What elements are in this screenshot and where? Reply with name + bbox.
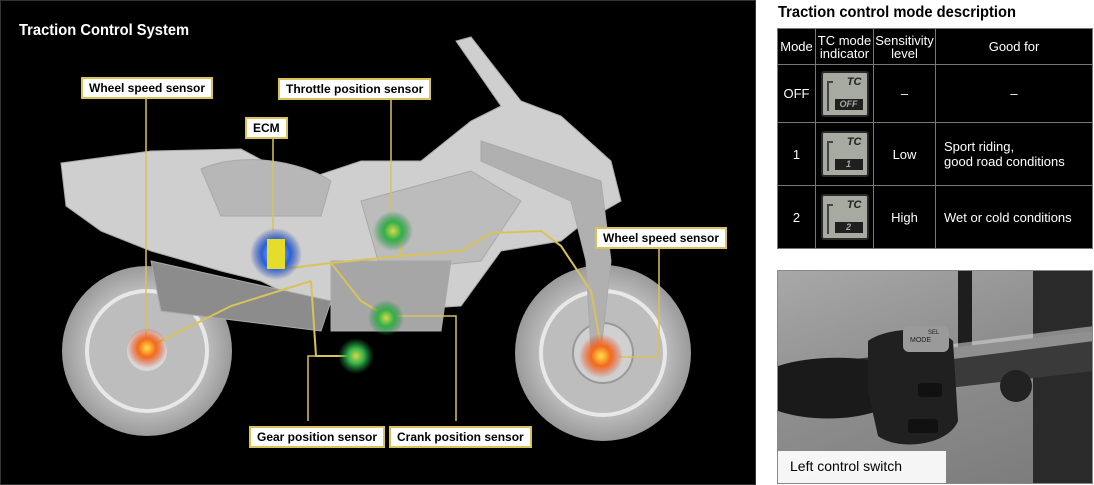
cell-mode: OFF <box>777 64 816 123</box>
cell-good-for: Wet or cold conditions <box>935 185 1093 249</box>
crank-sensor-glow <box>368 300 404 336</box>
header-good-for: Good for <box>935 28 1093 65</box>
cell-good-for: Sport riding, good road conditions <box>935 122 1093 186</box>
handlebar-switch-illustration: MODE SEL <box>778 271 1092 483</box>
cell-indicator: TC OFF <box>815 64 874 123</box>
rear-wheel-sensor-glow <box>127 328 167 368</box>
callout-leaders <box>145 99 660 421</box>
diagram-title: Traction Control System <box>19 22 190 39</box>
bike-body <box>60 36 622 352</box>
ecm-unit <box>267 239 285 269</box>
cell-mode: 2 <box>777 185 816 249</box>
cell-good-for: – <box>935 64 1093 123</box>
left-control-switch-photo: MODE SEL Left control switch <box>777 270 1093 484</box>
svg-text:SEL: SEL <box>928 330 940 336</box>
traction-control-mode-table: Mode TC mode indicator Sensitivity level… <box>777 28 1093 249</box>
cell-indicator: TC 2 <box>815 185 874 249</box>
callout-gear-position-sensor: Gear position sensor <box>249 426 386 448</box>
throttle-sensor-glow <box>373 211 413 251</box>
svg-text:MODE: MODE <box>910 337 931 344</box>
callout-wheel-speed-rear-sensor: Wheel speed sensor <box>81 77 214 99</box>
cell-sensitivity: Low <box>873 122 936 186</box>
cell-sensitivity: – <box>873 64 936 123</box>
header-sensitivity-level: Sensitivity level <box>873 28 936 65</box>
header-tc-mode-indicator: TC mode indicator <box>815 28 874 65</box>
tc-lcd-indicator: TC OFF <box>820 70 869 117</box>
cell-mode: 1 <box>777 122 816 186</box>
table-row: 1 TC 1 Low Sport riding, good road condi… <box>777 122 1093 186</box>
callout-crank-position-sensor: Crank position sensor <box>389 426 532 448</box>
sensor-markers <box>127 211 623 378</box>
cell-sensitivity: High <box>873 185 936 249</box>
tc-lcd-indicator: TC 2 <box>820 194 869 240</box>
photo-caption: Left control switch <box>778 451 946 483</box>
table-row: 2 TC 2 High Wet or cold conditions <box>777 185 1093 249</box>
table-row: OFF TC OFF – – <box>777 64 1093 123</box>
motorcycle-illustration <box>60 36 691 441</box>
table-title: Traction control mode description <box>778 4 1017 21</box>
front-wheel-sensor-glow <box>579 334 623 378</box>
callout-wheel-speed-front-sensor: Wheel speed sensor <box>595 227 728 249</box>
callout-ecm: ECM <box>245 117 288 139</box>
header-mode: Mode <box>777 28 816 65</box>
tc-lcd-indicator: TC 1 <box>820 131 869 177</box>
table-header-row: Mode TC mode indicator Sensitivity level… <box>777 28 1093 65</box>
gear-sensor-glow <box>338 338 374 374</box>
cell-indicator: TC 1 <box>815 122 874 186</box>
traction-control-diagram: Traction Control System Wheel speed sens… <box>0 0 756 485</box>
callout-throttle-position-sensor: Throttle position sensor <box>278 78 432 100</box>
mode-sel-button <box>903 326 949 352</box>
